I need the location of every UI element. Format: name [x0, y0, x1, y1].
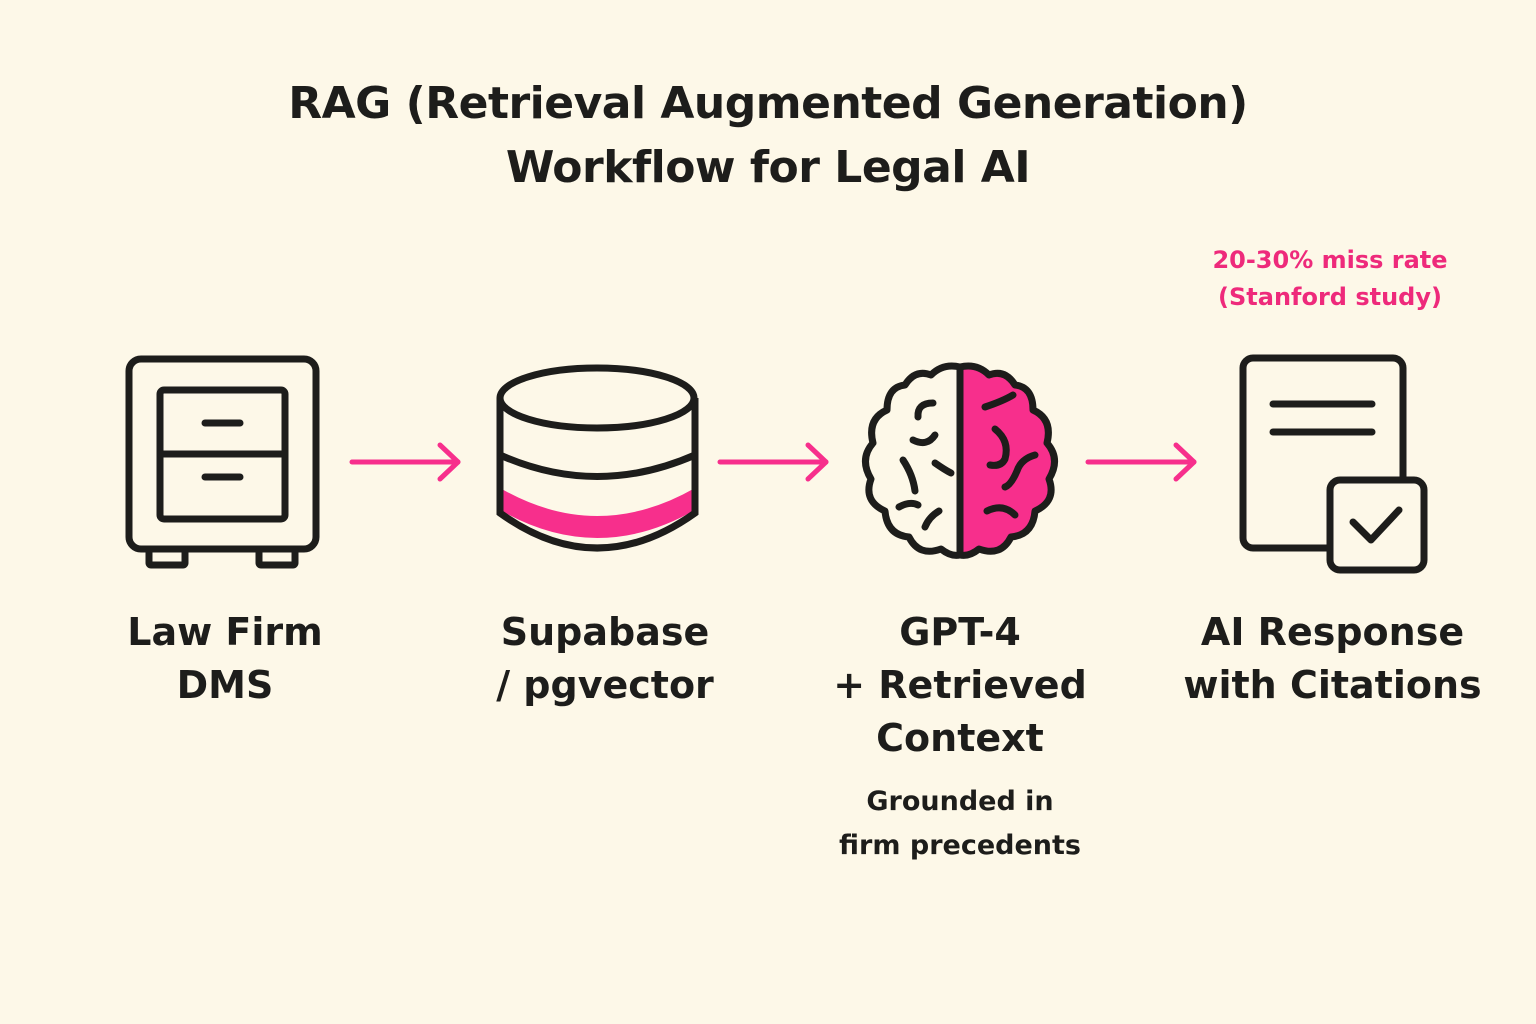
arrow-2 [717, 442, 829, 482]
arrow-1 [349, 442, 461, 482]
diagram-title-line-2: Workflow for Legal AI [505, 142, 1031, 193]
step-3-note: Grounded in firm precedents [839, 786, 1081, 861]
step-2-label: Supabase / pgvector [496, 610, 714, 707]
step-3-label: GPT-4 + Retrieved Context [833, 610, 1087, 760]
arrow-3 [1085, 442, 1197, 482]
step-4-label: AI Response with Citations [1183, 610, 1482, 707]
step-1-label: Law Firm DMS [127, 610, 323, 707]
database-icon [496, 364, 699, 552]
diagram-title-line-1: RAG (Retrieval Augmented Generation) [288, 78, 1248, 129]
brain-icon [862, 362, 1058, 559]
miss-rate-annotation: 20-30% miss rate (Stanford study) [1212, 246, 1448, 311]
document-check-icon [1239, 354, 1428, 574]
filing-cabinet-icon [125, 355, 320, 569]
